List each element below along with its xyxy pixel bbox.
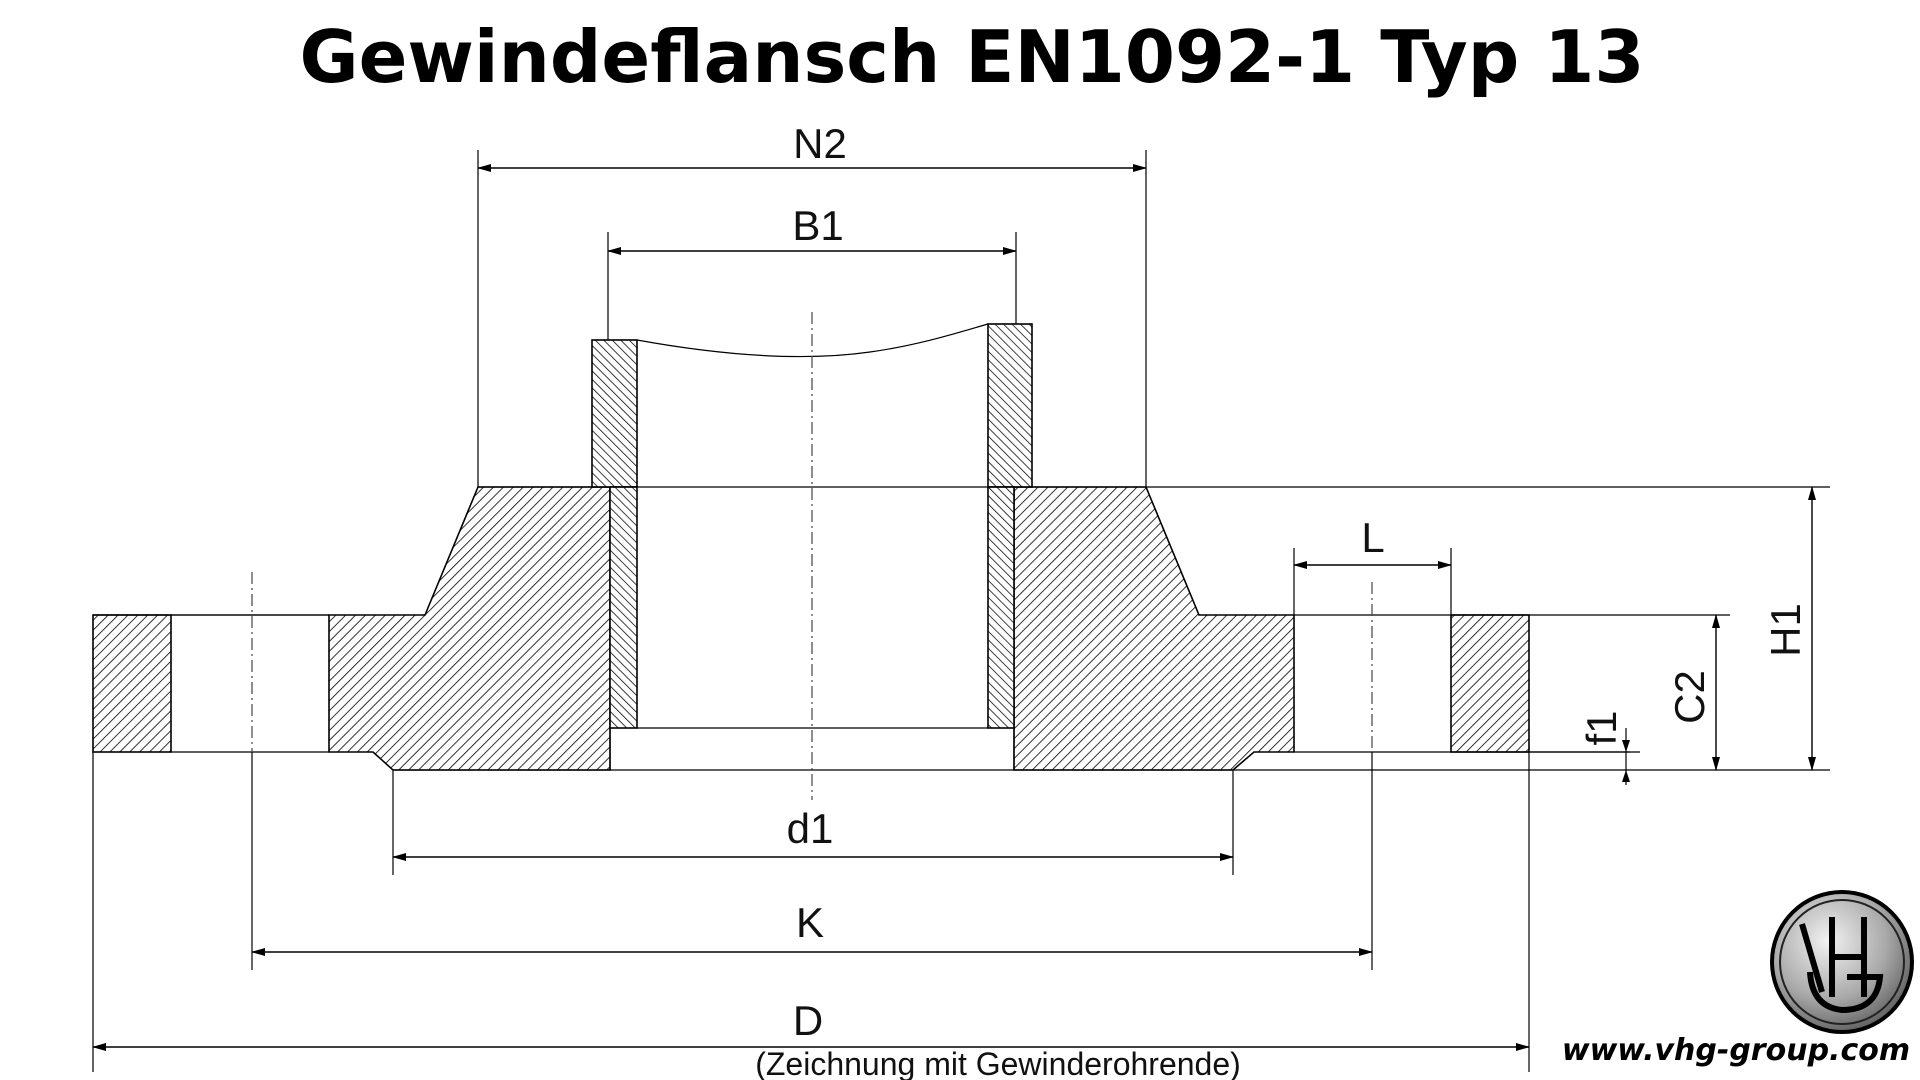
label-b1: B1 xyxy=(792,202,843,249)
drawing-caption: (Zeichnung mit Gewinderohrende) xyxy=(755,1046,1241,1080)
pipe-right-wall-upper xyxy=(987,323,1033,488)
dim-f1-arrow-top xyxy=(1622,740,1630,752)
vhg-logo-icon xyxy=(1770,890,1914,1034)
label-f1: f1 xyxy=(1578,710,1625,745)
flange-left-outer-section xyxy=(92,614,172,753)
label-c2: C2 xyxy=(1666,670,1713,724)
dimensions xyxy=(92,164,1816,1051)
label-n2: N2 xyxy=(793,120,847,167)
label-h1: H1 xyxy=(1762,603,1809,657)
pipe-left-wall-lower xyxy=(609,486,638,729)
flange-body xyxy=(92,486,1530,771)
center-lines xyxy=(251,312,1373,800)
pipe-break-line xyxy=(636,323,989,358)
dim-f1-arrow-bottom xyxy=(1622,770,1630,782)
flange-right-outer-section xyxy=(1450,614,1530,753)
label-d1: d1 xyxy=(787,805,834,852)
label-d: D xyxy=(793,997,823,1044)
pipe-right-wall-lower xyxy=(987,486,1015,729)
website-url[interactable]: www.vhg-group.com xyxy=(1562,1033,1910,1068)
bore-recess xyxy=(609,728,1015,770)
reference-lines xyxy=(92,150,1830,1072)
label-k: K xyxy=(796,899,824,946)
flange-left-hub-section xyxy=(328,486,611,771)
flange-right-hub-section xyxy=(1013,486,1295,771)
page-title: Gewindeflansch EN1092-1 Typ 13 xyxy=(299,15,1644,99)
pipe xyxy=(591,323,1033,770)
label-l: L xyxy=(1361,514,1384,561)
pipe-left-wall-upper xyxy=(591,339,638,488)
